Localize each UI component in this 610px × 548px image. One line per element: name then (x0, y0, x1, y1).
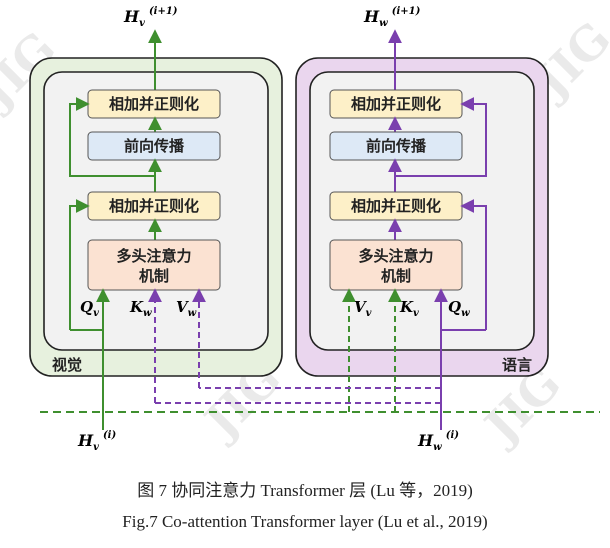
right-feed-forward-label: 前向传播 (366, 137, 427, 155)
right-block-label: 语言 (502, 356, 532, 374)
left-k-label: Kw (129, 298, 152, 319)
right-v-label: Vv (354, 298, 372, 319)
right-add-norm-bottom-label: 相加并正则化 (351, 197, 441, 215)
right-attention-line2: 机制 (381, 267, 411, 285)
left-block-label: 视觉 (52, 356, 82, 374)
right-residual-top (395, 97, 487, 177)
left-attention-line2: 机制 (139, 267, 169, 285)
right-stream: 相加并正则化 前向传播 相加并正则化 多头注意力 机制 Vv Kv Qw 语言 … (295, 6, 549, 453)
right-output-label: Hw(i+1) (363, 6, 421, 29)
caption-english: Fig.7 Co-attention Transformer layer (Lu… (122, 512, 488, 531)
left-stream: 相加并正则化 前向传播 相加并正则化 多头注意力 机制 Qv Kw Vw 视觉 … (29, 6, 283, 453)
right-attention-line1: 多头注意力 (358, 247, 433, 265)
right-residual-bottom (460, 199, 487, 330)
left-feed-forward-label: 前向传播 (124, 137, 185, 155)
left-residual-bottom (69, 199, 90, 330)
left-v-label: Vw (176, 298, 197, 319)
co-attention-diagram: JIG JIG JIG JIG JIG 相加并正则化 前向传播 相加并正则化 多… (0, 6, 610, 456)
left-attention-line1: 多头注意力 (116, 247, 191, 265)
caption-chinese: 图 7 协同注意力 Transformer 层 (Lu 等，2019) (137, 481, 473, 500)
right-q-label: Qw (448, 298, 470, 319)
left-add-norm-bottom-label: 相加并正则化 (109, 197, 199, 215)
left-residual-top (69, 97, 155, 177)
right-k-label: Kv (399, 298, 419, 319)
right-input-label: Hw(i) (417, 430, 459, 453)
right-add-norm-top-label: 相加并正则化 (351, 95, 441, 113)
cross-connections (40, 387, 600, 413)
left-input-label: Hv(i) (77, 430, 116, 453)
left-q-label: Qv (80, 298, 99, 319)
left-add-norm-top-label: 相加并正则化 (109, 95, 199, 113)
left-output-label: Hv(i+1) (123, 6, 178, 29)
